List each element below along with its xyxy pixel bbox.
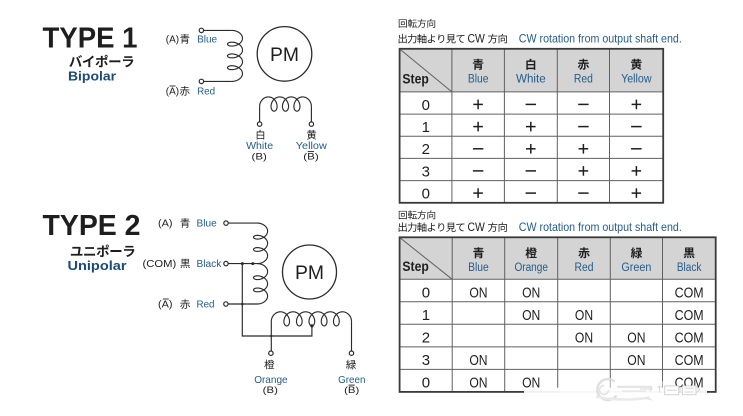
svg-text:0: 0 — [422, 374, 430, 391]
svg-text:CW: CW — [468, 32, 486, 46]
svg-text:TYPE 2: TYPE 2 — [43, 210, 141, 242]
svg-text:2: 2 — [422, 329, 430, 346]
svg-text:ON: ON — [575, 329, 593, 346]
svg-text:Orange: Orange — [514, 262, 548, 274]
svg-text:ON: ON — [575, 307, 593, 324]
svg-text:ON: ON — [522, 307, 540, 324]
svg-text:3: 3 — [422, 352, 430, 369]
svg-text:CW: CW — [468, 220, 486, 234]
svg-text:CW rotation from output shaft: CW rotation from output shaft end. — [519, 221, 682, 234]
svg-text:0: 0 — [422, 284, 430, 301]
svg-text:(B): (B) — [263, 385, 278, 395]
svg-text:PM: PM — [270, 45, 299, 66]
svg-text:ON: ON — [469, 284, 487, 301]
svg-text:(B): (B) — [252, 151, 267, 161]
svg-text:ON: ON — [469, 374, 487, 391]
svg-text:Yellow: Yellow — [621, 74, 652, 86]
svg-text:COM: COM — [675, 307, 704, 324]
svg-text:PM: PM — [295, 263, 324, 284]
svg-text:Green: Green — [338, 375, 365, 386]
svg-text:Black: Black — [677, 262, 702, 274]
svg-text:2: 2 — [422, 141, 430, 158]
svg-text:ON: ON — [469, 352, 487, 369]
svg-text:Blue: Blue — [468, 262, 489, 274]
svg-text:COM: COM — [675, 329, 704, 346]
svg-text:Step: Step — [402, 72, 428, 87]
svg-text:(A): (A) — [158, 300, 173, 311]
svg-text:1: 1 — [422, 119, 430, 136]
svg-text:TYPE 1: TYPE 1 — [43, 22, 138, 54]
svg-text:1: 1 — [422, 307, 430, 324]
svg-text:Blue: Blue — [197, 34, 217, 45]
svg-text:Yellow: Yellow — [296, 141, 328, 152]
svg-text:White: White — [516, 74, 546, 86]
svg-text:COM: COM — [675, 284, 704, 301]
svg-text:0: 0 — [422, 97, 430, 114]
svg-text:COM: COM — [675, 352, 704, 369]
svg-text:(B): (B) — [344, 385, 359, 395]
svg-text:(A): (A) — [166, 34, 179, 45]
svg-text:(A): (A) — [158, 218, 173, 229]
svg-text:Bipolar: Bipolar — [68, 68, 116, 83]
svg-text:Red: Red — [197, 86, 215, 97]
svg-text:ON: ON — [627, 352, 645, 369]
svg-text:Green: Green — [621, 262, 651, 274]
svg-text:ON: ON — [627, 329, 645, 346]
svg-text:ON: ON — [522, 284, 540, 301]
svg-text:ON: ON — [522, 374, 540, 391]
svg-text:(COM): (COM) — [143, 259, 177, 270]
svg-text:0: 0 — [422, 186, 430, 203]
svg-text:Step: Step — [402, 259, 428, 274]
svg-text:3: 3 — [422, 163, 430, 180]
svg-text:Orange: Orange — [254, 375, 288, 386]
svg-text:(A): (A) — [166, 86, 179, 97]
svg-text:Blue: Blue — [468, 74, 489, 86]
svg-text:Blue: Blue — [197, 218, 218, 229]
svg-text:Black: Black — [197, 259, 223, 270]
svg-text:Red: Red — [574, 74, 593, 86]
svg-text:Red: Red — [575, 262, 594, 274]
svg-text:White: White — [246, 141, 273, 152]
svg-text:(B): (B) — [303, 151, 318, 161]
svg-text:CW rotation from output shaft: CW rotation from output shaft end. — [519, 33, 682, 46]
svg-text:Unipolar: Unipolar — [68, 258, 127, 273]
svg-text:Red: Red — [197, 300, 215, 311]
